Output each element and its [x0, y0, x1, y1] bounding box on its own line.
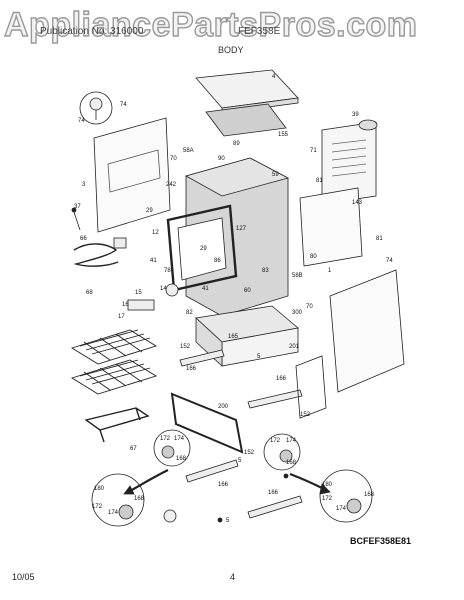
- part-drawings: [70, 69, 405, 527]
- callout-c37: 37: [74, 204, 81, 210]
- callout-c166d: 166: [268, 490, 279, 496]
- callout-c168a: 168: [176, 456, 187, 462]
- callout-c60: 60: [244, 288, 251, 294]
- callout-c172c: 172: [92, 504, 103, 510]
- callout-c78: 78: [164, 268, 171, 274]
- callout-c166b: 166: [276, 376, 287, 382]
- callout-c29a: 29: [146, 208, 153, 214]
- callout-c152a: 152: [180, 344, 191, 350]
- callout-c165: 165: [228, 334, 239, 340]
- callout-c83: 83: [262, 268, 269, 274]
- callout-c127: 127: [236, 226, 247, 232]
- drawer-rail-right: [247, 389, 303, 409]
- model-number: FEF358E: [238, 26, 281, 37]
- left-side-panel-part: [93, 117, 171, 233]
- oven-rack-upper: [70, 329, 158, 365]
- callout-c180a: 180: [94, 486, 105, 492]
- callout-c86: 86: [214, 258, 221, 264]
- callout-c17: 17: [118, 314, 125, 320]
- callout-c12: 12: [152, 230, 159, 236]
- watermark: AppliancePartsPros.com: [3, 5, 418, 44]
- callout-c58b: 58B: [292, 273, 303, 279]
- callout-c66: 66: [80, 236, 87, 242]
- callout-c174b: 174: [286, 438, 297, 444]
- front-frame-part: [166, 204, 238, 292]
- callout-c70a: 70: [170, 156, 177, 162]
- arrow-right: [289, 472, 327, 491]
- callout-c4: 4: [272, 74, 276, 80]
- callout-c166a: 166: [186, 366, 197, 372]
- callout-c68: 68: [86, 290, 93, 296]
- callout-c172b: 172: [270, 438, 281, 444]
- callout-c58a: 58A: [183, 148, 194, 154]
- callout-c29b: 29: [200, 246, 207, 252]
- top-insulation-part: [205, 103, 287, 137]
- callout-c300: 300: [292, 310, 303, 316]
- callout-c168b: 168: [286, 460, 297, 466]
- callout-c200: 200: [218, 404, 229, 410]
- callout-c5a: 5: [257, 354, 261, 360]
- diagram-code: BCFEF358E81: [350, 536, 412, 546]
- publication-number: Publication No: 316000: [40, 26, 144, 37]
- callout-c172a: 172: [160, 436, 171, 442]
- callout-c74c: 74: [386, 258, 393, 264]
- callout-c1: 1: [328, 268, 332, 274]
- cooling-fan-part: [358, 119, 378, 131]
- callout-c172d: 172: [322, 496, 333, 502]
- terminal-bracket-part: [299, 187, 363, 267]
- callout-c14: 14: [160, 286, 167, 292]
- drawer-frame-part: [170, 392, 244, 454]
- callout-c15: 15: [135, 290, 142, 296]
- callout-c143: 143: [352, 200, 363, 206]
- igniter-part: [127, 299, 155, 311]
- callout-c152b: 152: [244, 450, 255, 456]
- rear-panel-part: [321, 121, 377, 205]
- callout-c89: 89: [233, 141, 240, 147]
- callout-c70b: 70: [306, 304, 313, 310]
- callout-c5b: 5: [238, 458, 242, 464]
- callout-c5c: 5: [226, 518, 230, 524]
- callout-c166c: 166: [218, 482, 229, 488]
- callout-c82: 82: [186, 310, 193, 316]
- callout-c242: 242: [166, 182, 177, 188]
- callout-c74a: 74: [120, 102, 127, 108]
- callout-c174a: 174: [174, 436, 185, 442]
- callout-c67: 67: [130, 446, 137, 452]
- callout-c180b: 180: [322, 482, 333, 488]
- callout-c201: 201: [289, 344, 300, 350]
- oven-rack-lower: [70, 359, 158, 395]
- callout-c90: 90: [218, 156, 225, 162]
- callout-c155: 155: [278, 132, 289, 138]
- callout-c81b: 81: [376, 236, 383, 242]
- callout-c41a: 41: [150, 258, 157, 264]
- callout-c3: 3: [82, 182, 86, 188]
- callout-c168c: 168: [134, 496, 145, 502]
- callout-c74b: 74: [78, 118, 85, 124]
- bake-element-part: [84, 407, 150, 443]
- callout-c152c: 152: [300, 412, 311, 418]
- callout-c41b: 41: [202, 286, 209, 292]
- broil-element-part: [73, 243, 119, 267]
- section-title: BODY: [218, 45, 244, 55]
- callout-c39: 39: [352, 112, 359, 118]
- callout-c81a: 81: [316, 178, 323, 184]
- callout-c16: 16: [122, 302, 129, 308]
- drawer-rail-left: [179, 349, 225, 367]
- callout-c168d: 168: [364, 492, 375, 498]
- callout-c59: 59: [272, 172, 279, 178]
- callout-c80: 80: [310, 254, 317, 260]
- drawer-slide-2: [247, 495, 303, 519]
- footer-date: 10/05: [12, 572, 35, 582]
- right-side-panel-part: [329, 269, 405, 393]
- drawer-slide-1: [185, 459, 239, 483]
- page-number: 4: [230, 572, 236, 582]
- callout-c174c: 174: [108, 510, 119, 516]
- callout-c71: 71: [310, 148, 317, 154]
- callout-labels: 4155747437058A89905924239718114381372912…: [74, 74, 393, 524]
- callout-c174d: 174: [336, 506, 347, 512]
